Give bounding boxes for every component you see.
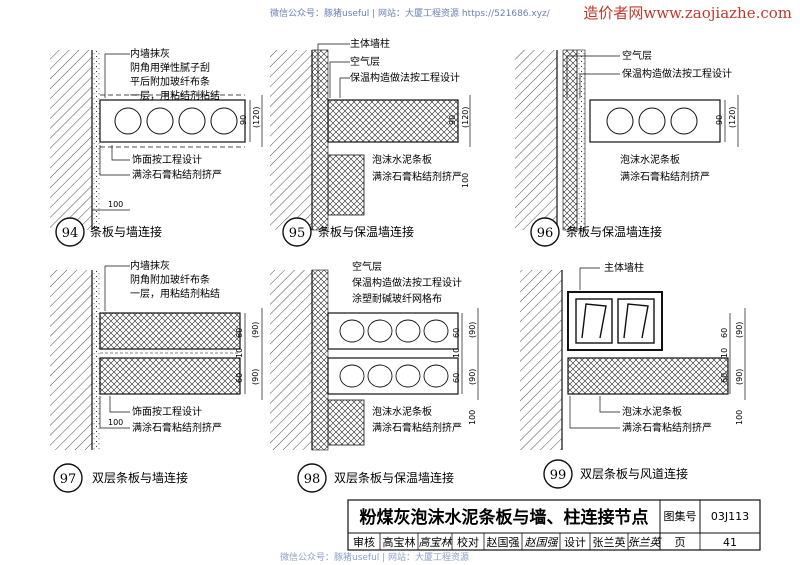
detail-96-number: 96 <box>537 226 554 241</box>
detail-96-circle <box>530 217 560 247</box>
detail-98-drawing <box>270 269 479 451</box>
tb-review-signature: 高宝林 <box>419 536 454 549</box>
detail-96-caption: 条板与保温墙连接 <box>566 224 662 239</box>
dim: 60 <box>235 328 244 338</box>
label: 饰面按工程设计 <box>132 405 202 418</box>
detail-97-number: 97 <box>60 472 77 487</box>
detail-96-drawing <box>515 49 739 231</box>
label: 涂塑耐碱玻纤网格布 <box>352 292 442 305</box>
dim: (120) <box>461 106 470 128</box>
detail-99-drawing <box>520 267 746 450</box>
tb-design-name: 张兰英 <box>593 535 626 549</box>
label: 泡沫水泥条板 <box>620 153 680 166</box>
label: 空气层 <box>350 55 380 68</box>
detail-98-number: 98 <box>304 472 321 487</box>
tb-check-label: 校对 <box>457 535 479 549</box>
dim: (90) <box>251 369 260 385</box>
label: 饰面按工程设计 <box>132 153 202 166</box>
dim: (90) <box>735 322 744 338</box>
label: 满涂石膏粘结剂挤严 <box>372 170 462 183</box>
tb-check-name: 赵国强 <box>487 535 520 549</box>
label: 空气层 <box>622 49 652 62</box>
dim: (90) <box>468 322 477 338</box>
dim: 100 <box>735 410 744 425</box>
detail-95-circle <box>282 217 312 247</box>
label: 泡沫水泥条板 <box>372 153 432 166</box>
dim: (90) <box>735 369 744 385</box>
label: 平后附加玻纤布条 <box>130 75 210 88</box>
label: 空气层 <box>352 260 382 273</box>
atlas-number: 03J113 <box>711 510 749 523</box>
label: 保温构造做法按工程设计 <box>352 276 462 289</box>
label: 主体墙柱 <box>350 37 390 50</box>
tb-page-label: 页 <box>675 536 686 549</box>
detail-97-drawing <box>50 265 263 450</box>
dim: (90) <box>251 322 260 338</box>
detail-94-circle <box>55 217 85 247</box>
label: 一层，用粘结剂粘结 <box>130 89 220 102</box>
watermark-top: 微信公众号：豚猪useful | 网站：大厦工程资源 https://52168… <box>270 9 550 19</box>
detail-99-circle <box>543 459 573 489</box>
detail-95-number: 95 <box>289 226 306 241</box>
tb-review-name: 高宝林 <box>383 535 416 549</box>
label: 保温构造做法按工程设计 <box>622 67 732 80</box>
tb-design-signature: 张兰英 <box>628 536 663 549</box>
label: 内墙抹灰 <box>130 259 170 272</box>
label: 主体墙柱 <box>604 261 644 274</box>
detail-95-caption: 条板与保温墙连接 <box>318 224 414 239</box>
dim: 60 <box>720 328 729 338</box>
detail-97-circle <box>53 463 83 493</box>
dim: (120) <box>728 106 737 128</box>
dim: 100 <box>468 410 477 425</box>
detail-97-caption: 双层条板与墙连接 <box>92 470 188 485</box>
label: 满涂石膏粘结剂挤严 <box>132 168 222 181</box>
detail-94-number: 94 <box>62 226 79 241</box>
tb-page-number: 41 <box>723 536 737 549</box>
detail-98-caption: 双层条板与保温墙连接 <box>334 470 454 485</box>
insulated-panel <box>327 99 459 143</box>
drawing-title: 粉煤灰泡沫水泥条板与墙、柱连接节点 <box>360 507 649 528</box>
label: 一层，用粘结剂粘结 <box>130 287 220 300</box>
dim: 10 <box>452 348 461 358</box>
label: 保温构造做法按工程设计 <box>350 71 460 84</box>
label: 泡沫水泥条板 <box>622 405 682 418</box>
label: 满涂石膏粘结剂挤严 <box>622 421 712 434</box>
dim: 10 <box>235 348 244 358</box>
label: 满涂石膏粘结剂挤严 <box>620 170 710 183</box>
dim: 60 <box>235 373 244 383</box>
label: 满涂石膏粘结剂挤严 <box>132 421 222 434</box>
wall-hatch <box>50 50 92 230</box>
dim: 10 <box>720 348 729 358</box>
dim: 90 <box>448 115 457 125</box>
label: 阴角附加玻纤布条 <box>130 273 210 286</box>
dim: (120) <box>252 106 261 128</box>
watermark-bottom: 微信公众号：豚猪useful | 网站：大厦工程资源 <box>280 553 470 563</box>
dim: 60 <box>452 328 461 338</box>
title-block <box>347 499 761 551</box>
detail-98-circle <box>297 463 327 493</box>
dim: 90 <box>239 115 248 125</box>
atlas-label: 图集号 <box>664 509 697 523</box>
dim: (90) <box>468 369 477 385</box>
label: 满涂石膏粘结剂挤严 <box>372 421 462 434</box>
dim: 60 <box>720 373 729 383</box>
label: 泡沫水泥条板 <box>372 405 432 418</box>
tb-design-label: 设计 <box>564 536 586 549</box>
detail-99-number: 99 <box>550 468 567 483</box>
detail-94-caption: 条板与墙连接 <box>90 224 162 239</box>
dim: 100 <box>108 418 123 427</box>
tb-review-label: 审核 <box>353 535 375 549</box>
dim: 100 <box>108 200 123 209</box>
dim: 60 <box>452 373 461 383</box>
detail-99-caption: 双层条板与风道连接 <box>580 466 688 481</box>
label: 阴角用弹性腻子刮 <box>130 61 210 74</box>
dim: 90 <box>715 115 724 125</box>
watermark-right: 造价者网www.zaojiazhe.com <box>583 4 792 22</box>
label: 内墙抹灰 <box>130 47 170 60</box>
tb-check-signature: 赵国强 <box>525 536 559 549</box>
detail-94-drawing <box>50 50 263 230</box>
dim: 100 <box>461 173 470 188</box>
detail-95-drawing <box>270 43 471 231</box>
